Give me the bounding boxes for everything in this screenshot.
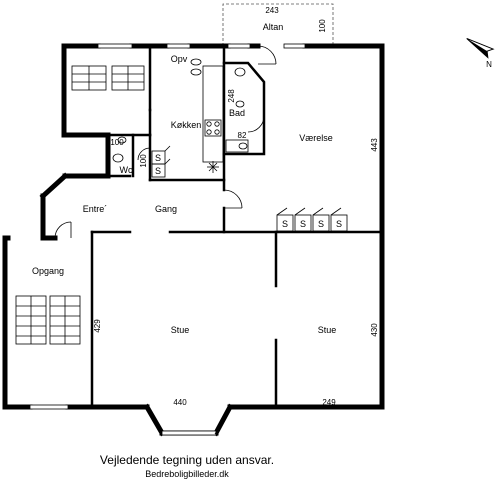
interior-walls	[90, 44, 384, 409]
disclaimer-text: Vejledende tegning uden ansvar.	[100, 453, 274, 467]
cabinet-label-1: S	[282, 219, 288, 229]
cabinet-3	[312, 214, 330, 232]
upper-stairs	[71, 65, 145, 91]
balcony	[222, 3, 334, 46]
dim-stue-left-height: 429	[93, 319, 102, 333]
dim-vaerelse-height: 443	[370, 138, 379, 152]
cabinet-label-4: S	[336, 219, 342, 229]
room-label-vaerelse: Værelse	[299, 133, 333, 143]
cabinet-1	[276, 214, 294, 232]
hall-cabinets: S S	[151, 145, 171, 178]
dim-bad-width: 82	[238, 131, 247, 140]
room-label-bad: Bad	[229, 108, 245, 118]
cabinet-label-3: S	[318, 219, 324, 229]
cabinet-2	[294, 214, 312, 232]
outer-walls	[2, 43, 385, 437]
dim-stue-right-width: 249	[322, 398, 336, 407]
room-label-opv: Opv	[171, 54, 188, 64]
hall-cabinet-label-1: S	[155, 153, 161, 163]
room-label-kokken: Køkken	[171, 120, 202, 130]
room-label-opgang: Opgang	[32, 266, 64, 276]
wc-fixtures	[112, 136, 127, 163]
room-label-entre: Entre´	[83, 204, 108, 214]
hall-cabinet-label-2: S	[155, 166, 161, 176]
dim-wc-width: 100	[110, 138, 124, 147]
compass-north-label: N	[486, 60, 492, 69]
compass-north-icon	[466, 37, 495, 59]
wardrobe-cabinets: S S S S	[276, 207, 348, 232]
room-label-stue-left: Stue	[171, 325, 190, 335]
room-label-altan: Altan	[263, 22, 284, 32]
credit-text: Bedreboligbilleder.dk	[145, 469, 229, 479]
cabinet-4	[330, 214, 348, 232]
dim-wc-height: 100	[139, 154, 148, 168]
room-label-stue-right: Stue	[318, 325, 337, 335]
dim-altan-depth: 100	[318, 19, 327, 33]
kitchen-fan-icon	[207, 161, 219, 173]
dim-altan-width: 243	[265, 6, 279, 15]
dim-stue-right-height: 430	[370, 323, 379, 337]
cabinet-label-2: S	[300, 219, 306, 229]
kitchen-fixtures	[190, 58, 224, 173]
doors	[54, 45, 277, 239]
dim-bad-height: 248	[227, 89, 236, 103]
room-label-gang: Gang	[155, 204, 177, 214]
lower-stairs	[15, 295, 81, 345]
bathroom-fixtures	[225, 67, 249, 153]
dim-stue-left-width: 440	[173, 398, 187, 407]
room-label-wc: Wc	[120, 165, 133, 175]
windows	[29, 43, 306, 436]
